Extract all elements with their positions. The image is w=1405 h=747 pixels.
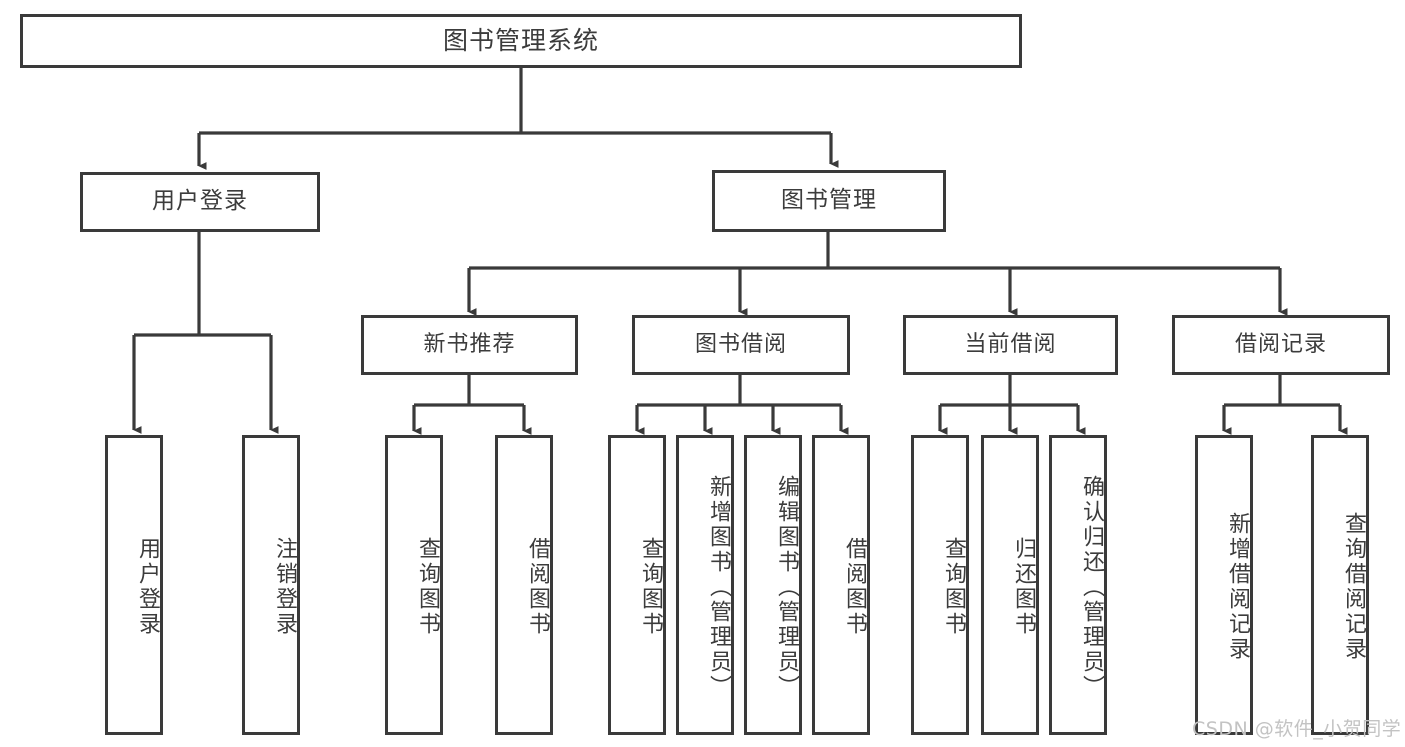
leaf-add-book[interactable]: 新增图书（管理员） bbox=[676, 435, 734, 735]
leaf-logout-login[interactable]: 注销登录 bbox=[242, 435, 300, 735]
leaf-query-book-recommend[interactable]: 查询图书 bbox=[385, 435, 443, 735]
leaf-query-borrow-record-label: 查询借阅记录 bbox=[1341, 512, 1366, 662]
leaf-user-login[interactable]: 用户登录 bbox=[105, 435, 163, 735]
leaf-add-borrow-record[interactable]: 新增借阅记录 bbox=[1195, 435, 1253, 735]
node-book-borrow[interactable]: 图书借阅 bbox=[632, 315, 850, 375]
leaf-confirm-return-label: 确认归还（管理员） bbox=[1079, 474, 1104, 700]
leaf-edit-book[interactable]: 编辑图书（管理员） bbox=[744, 435, 802, 735]
node-root-system[interactable]: 图书管理系统 bbox=[20, 14, 1022, 68]
leaf-query-book-current-label: 查询图书 bbox=[941, 537, 966, 637]
leaf-borrow-book[interactable]: 借阅图书 bbox=[812, 435, 870, 735]
leaf-confirm-return[interactable]: 确认归还（管理员） bbox=[1049, 435, 1107, 735]
leaf-query-book-borrow[interactable]: 查询图书 bbox=[608, 435, 666, 735]
node-user-login-label: 用户登录 bbox=[152, 188, 248, 215]
node-root-label: 图书管理系统 bbox=[442, 26, 599, 56]
node-current-borrow[interactable]: 当前借阅 bbox=[903, 315, 1118, 375]
leaf-borrow-book-recommend-label: 借阅图书 bbox=[525, 537, 550, 637]
node-book-management[interactable]: 图书管理 bbox=[712, 170, 946, 232]
leaf-return-book-label: 归还图书 bbox=[1011, 537, 1036, 637]
node-borrow-record-label: 借阅记录 bbox=[1234, 332, 1327, 358]
node-book-management-label: 图书管理 bbox=[781, 187, 877, 214]
leaf-borrow-book-label: 借阅图书 bbox=[842, 537, 867, 637]
leaf-query-borrow-record[interactable]: 查询借阅记录 bbox=[1311, 435, 1369, 735]
leaf-query-book-current[interactable]: 查询图书 bbox=[911, 435, 969, 735]
leaf-edit-book-label: 编辑图书（管理员） bbox=[774, 474, 799, 700]
node-current-borrow-label: 当前借阅 bbox=[964, 332, 1057, 358]
leaf-user-login-label: 用户登录 bbox=[135, 537, 160, 637]
leaf-add-borrow-record-label: 新增借阅记录 bbox=[1225, 512, 1250, 662]
node-borrow-record[interactable]: 借阅记录 bbox=[1172, 315, 1390, 375]
csdn-watermark: CSDN @软件_小贺同学 bbox=[1192, 718, 1402, 740]
leaf-query-book-borrow-label: 查询图书 bbox=[638, 537, 663, 637]
node-new-book-recommend-label: 新书推荐 bbox=[423, 332, 516, 358]
node-new-book-recommend[interactable]: 新书推荐 bbox=[361, 315, 578, 375]
leaf-logout-login-label: 注销登录 bbox=[272, 537, 297, 637]
leaf-return-book[interactable]: 归还图书 bbox=[981, 435, 1039, 735]
node-book-borrow-label: 图书借阅 bbox=[694, 332, 787, 358]
leaf-borrow-book-recommend[interactable]: 借阅图书 bbox=[495, 435, 553, 735]
leaf-query-book-recommend-label: 查询图书 bbox=[415, 537, 440, 637]
leaf-add-book-label: 新增图书（管理员） bbox=[706, 474, 731, 700]
node-user-login[interactable]: 用户登录 bbox=[80, 172, 320, 232]
